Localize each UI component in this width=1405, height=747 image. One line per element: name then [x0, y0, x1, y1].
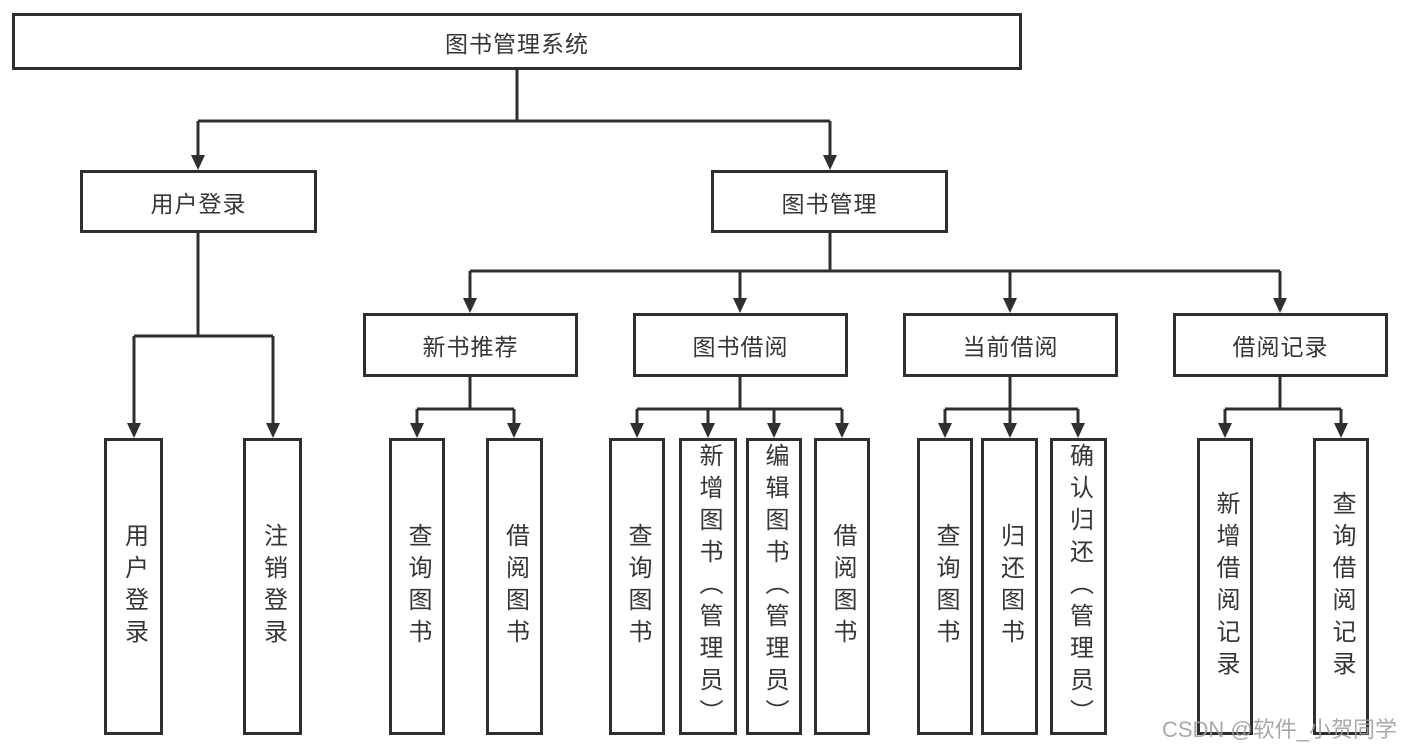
- node-leaf-logout: 注销登录: [243, 438, 302, 735]
- node-leaf-add-borrow-record: 新增借阅记录: [1197, 438, 1253, 735]
- arrowhead: [463, 298, 477, 313]
- node-label: 查询图书: [624, 522, 651, 651]
- node-label: 确认归还（管理员）: [1065, 442, 1093, 731]
- node-label: 借阅记录: [1232, 334, 1329, 360]
- node-label: 查询图书: [932, 522, 959, 651]
- arrowhead: [630, 423, 644, 438]
- node-label: 图书管理: [781, 190, 878, 217]
- node-label: 图书借阅: [692, 334, 789, 360]
- node-label: 查询图书: [404, 522, 431, 651]
- node-leaf-query-books-recommend: 查询图书: [389, 438, 445, 735]
- node-label: 用户登录: [150, 190, 247, 217]
- node-leaf-query-books-borrowing: 查询图书: [609, 438, 665, 735]
- node-label: 注销登录: [259, 522, 287, 651]
- arrowhead: [1003, 423, 1017, 438]
- node-label: 借阅图书: [501, 522, 529, 651]
- node-label: 图书管理系统: [445, 30, 589, 57]
- arrowhead: [733, 298, 747, 313]
- arrowhead: [1071, 423, 1085, 438]
- arrowhead: [191, 155, 205, 170]
- arrowhead: [835, 423, 849, 438]
- node-label: 新增借阅记录: [1212, 490, 1239, 683]
- node-book-management: 图书管理: [711, 170, 948, 233]
- node-leaf-return-books: 归还图书: [981, 438, 1038, 735]
- node-book-borrowing: 图书借阅: [633, 313, 848, 377]
- arrowhead: [410, 423, 424, 438]
- arrowhead: [1334, 423, 1348, 438]
- node-leaf-user-login: 用户登录: [104, 438, 163, 735]
- node-library-management-system: 图书管理系统: [12, 13, 1022, 70]
- arrowhead: [701, 423, 715, 438]
- arrowhead: [767, 423, 781, 438]
- node-label: 借阅图书: [829, 522, 856, 651]
- node-current-borrowing: 当前借阅: [903, 313, 1118, 377]
- arrowhead: [266, 423, 280, 438]
- node-label: 当前借阅: [962, 334, 1059, 360]
- node-label: 新增图书（管理员）: [695, 442, 722, 731]
- node-leaf-query-borrow-record: 查询借阅记录: [1313, 438, 1369, 735]
- node-leaf-confirm-return-admin: 确认归还（管理员）: [1050, 438, 1107, 735]
- arrowhead: [507, 423, 521, 438]
- connector-lines: [132, 70, 1343, 425]
- arrowhead: [938, 423, 952, 438]
- node-leaf-borrow-books-recommend: 借阅图书: [486, 438, 543, 735]
- arrowhead: [1273, 298, 1287, 313]
- node-label: 编辑图书（管理员）: [761, 442, 788, 731]
- node-leaf-borrow-books: 借阅图书: [814, 438, 870, 735]
- node-leaf-query-books-current: 查询图书: [917, 438, 973, 735]
- csdn-watermark: CSDN @软件_小贺同学: [1161, 717, 1397, 742]
- node-leaf-add-books-admin: 新增图书（管理员）: [679, 438, 737, 735]
- node-leaf-edit-books-admin: 编辑图书（管理员）: [746, 438, 802, 735]
- arrowhead: [1003, 298, 1017, 313]
- node-user-login: 用户登录: [80, 170, 317, 233]
- node-label: 用户登录: [120, 522, 148, 651]
- node-new-book-recommend: 新书推荐: [363, 313, 578, 377]
- arrowhead: [823, 155, 837, 170]
- arrowhead: [127, 423, 141, 438]
- node-label: 新书推荐: [422, 334, 519, 360]
- node-borrowing-records: 借阅记录: [1173, 313, 1388, 377]
- node-label: 归还图书: [996, 522, 1024, 651]
- node-label: 查询借阅记录: [1328, 490, 1355, 683]
- arrowhead: [1218, 423, 1232, 438]
